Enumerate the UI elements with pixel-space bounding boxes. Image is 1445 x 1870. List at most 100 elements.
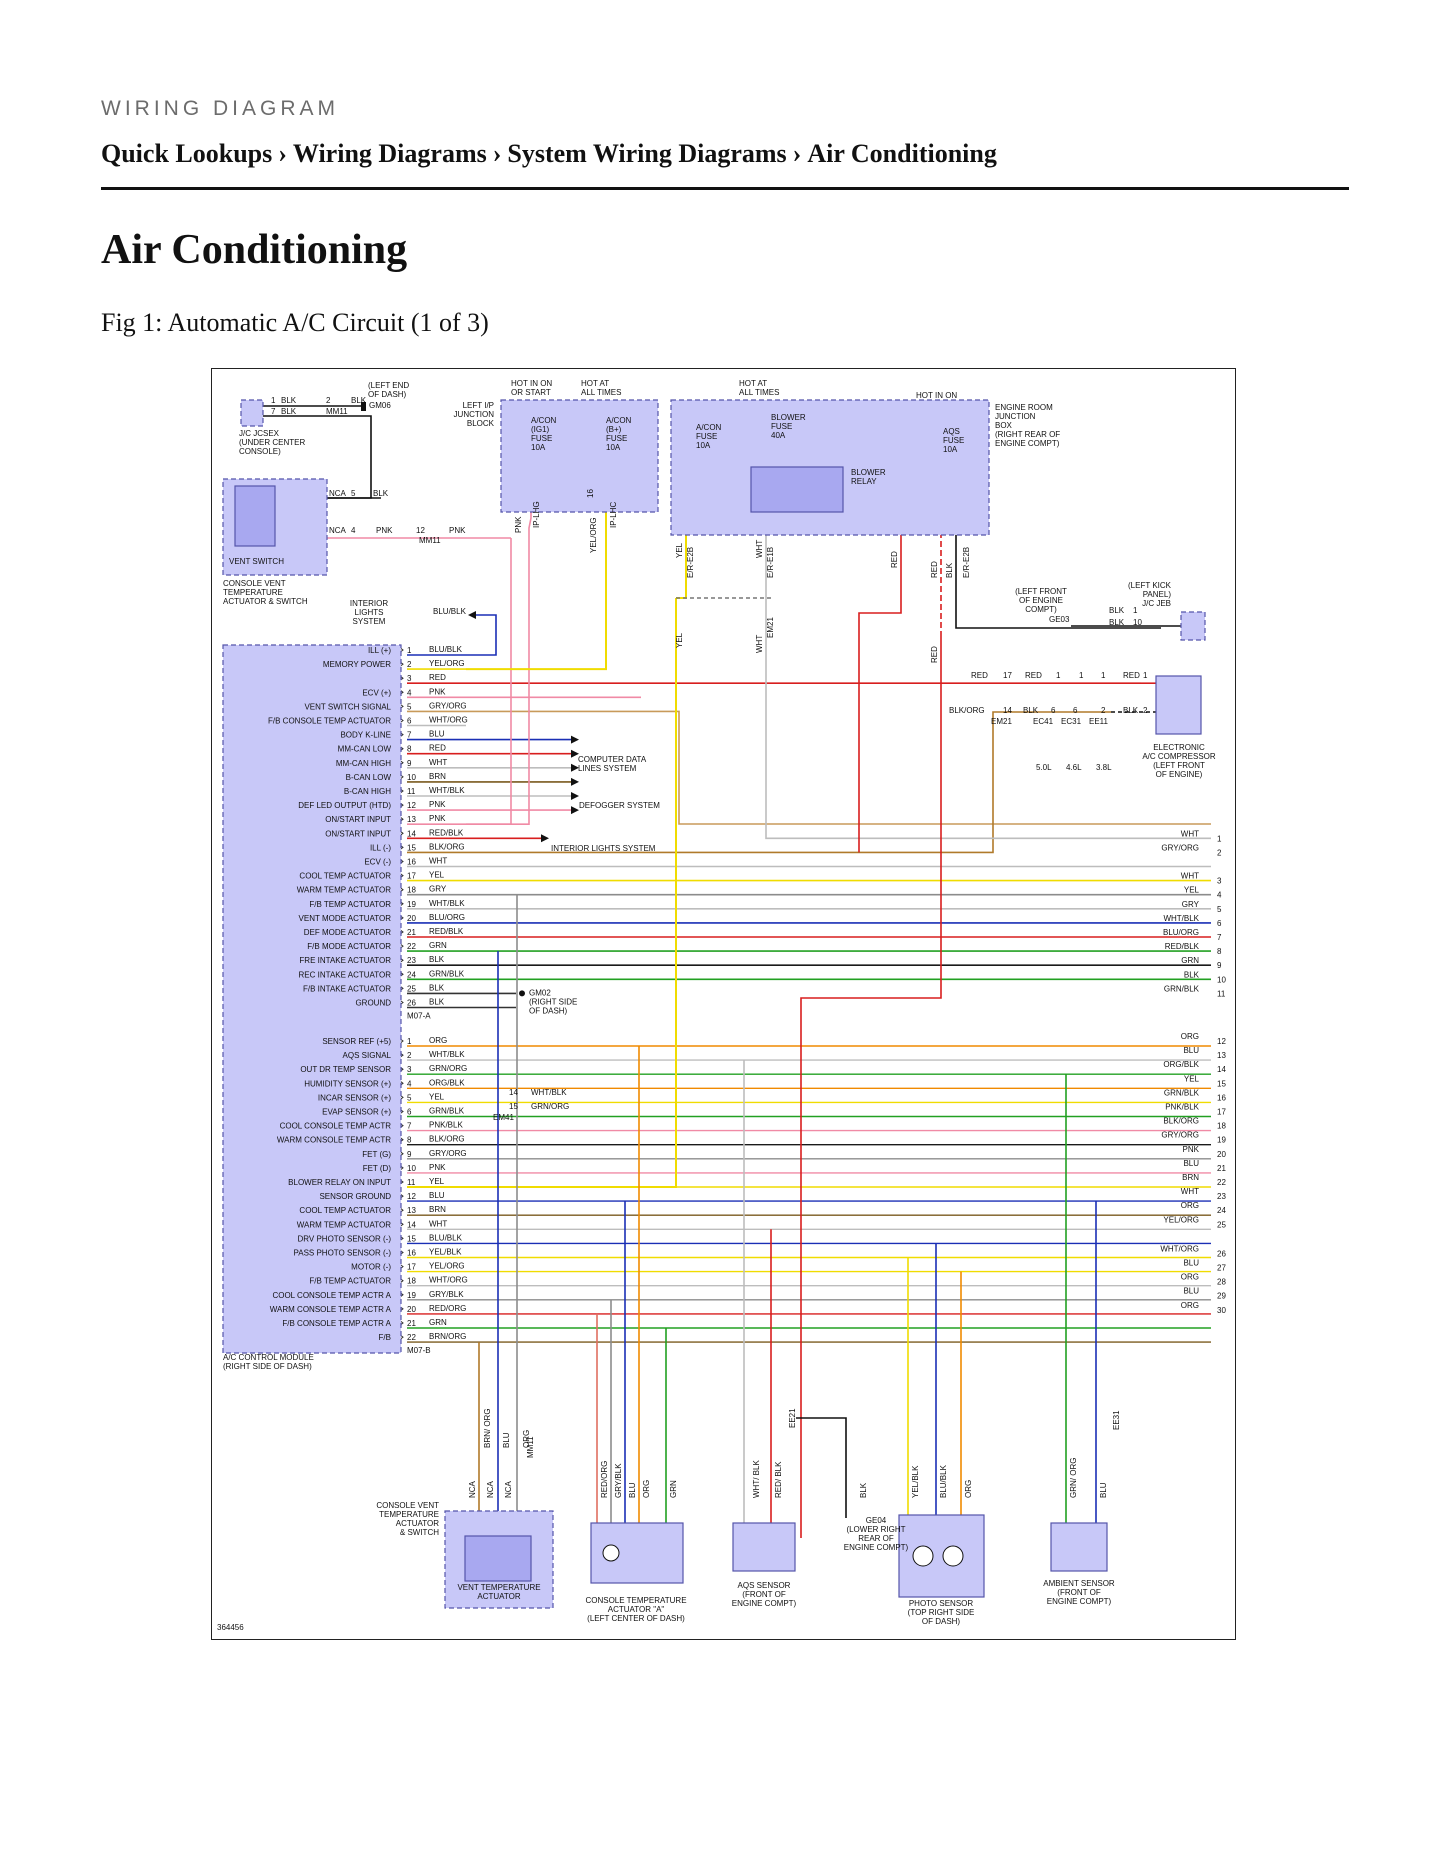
- acm-pin-a-name: ILL (-): [370, 843, 391, 852]
- right-ref-wire-label-line: PNK: [1183, 1145, 1200, 1154]
- acm-pin-a-name: F/B CONSOLE TEMP ACTUATOR: [268, 717, 391, 726]
- wire-label-line: GRY/BLK: [614, 1463, 623, 1498]
- wire-label: RED: [930, 561, 939, 578]
- acm-pin-a-wire-label: BLU: [429, 730, 445, 739]
- wire-label-line: WHT/BLK: [531, 1088, 567, 1097]
- acm-pin-b-name-line: HUMIDITY SENSOR (+): [304, 1079, 391, 1088]
- right-ref-number: 27: [1217, 1264, 1226, 1273]
- jc-jcsex-label-line: (UNDER CENTER: [239, 438, 305, 447]
- pin-number-line: 7: [271, 407, 276, 416]
- wire-label-line: RED: [1123, 671, 1140, 680]
- right-ref-number: 15: [1217, 1079, 1226, 1088]
- pin-number: 15: [509, 1102, 518, 1111]
- breadcrumb-quick-lookups[interactable]: Quick Lookups: [101, 139, 273, 168]
- acm-pin-b-number-line: 6: [407, 1108, 412, 1117]
- blk-org-wire: [407, 711, 1111, 854]
- breadcrumb-system-wiring-diagrams[interactable]: System Wiring Diagrams: [507, 139, 787, 168]
- acm-pin-a-number: 25: [407, 984, 416, 993]
- console-vent-actuator-label-line: TEMPERATURE: [223, 588, 283, 597]
- electronic-compressor-label-line: (LEFT FRONT: [1153, 761, 1205, 770]
- pin-number: 2: [1143, 706, 1148, 715]
- er-e1b-label-line: E/R-E1B: [766, 547, 775, 578]
- wire-label: BLK/ORG: [949, 706, 985, 715]
- fuse-acon-b-label-line: A/CON: [606, 416, 632, 425]
- acm-pin-b-name: MOTOR (-): [351, 1263, 391, 1272]
- acm-pin-b-name-line: AQS SIGNAL: [343, 1051, 392, 1060]
- ee11-label: EE11: [1089, 717, 1109, 726]
- acm-pin-a-number: 8: [407, 745, 412, 754]
- acm-pin-a-wire-label: RED/BLK: [429, 828, 464, 837]
- acm-pin-a-name: REC INTAKE ACTUATOR: [299, 970, 392, 979]
- right-ref-number-line: 19: [1217, 1136, 1226, 1145]
- left-ip-jb-label-line: BLOCK: [467, 419, 495, 428]
- breadcrumb-air-conditioning[interactable]: Air Conditioning: [807, 139, 997, 168]
- ac-control-module-label-line: (RIGHT SIDE OF DASH): [223, 1362, 312, 1371]
- acm-pin-a-wire-label: BLK: [429, 983, 445, 992]
- pin-number-line: 2: [1143, 706, 1148, 715]
- right-ref-wire-label: BRN: [1182, 1173, 1199, 1182]
- right-ref-number: 18: [1217, 1122, 1226, 1131]
- engine-4-6l-label-line: 4.6L: [1066, 763, 1082, 772]
- acm-pin-b-wire-label-line: GRN/ORG: [429, 1064, 467, 1073]
- console-vent-actuator-label-line: ACTUATOR & SWITCH: [223, 597, 308, 606]
- nca-label-line: NCA: [329, 526, 347, 535]
- nca-label-line: NCA: [486, 1480, 495, 1498]
- acm-pin-a-number: 23: [407, 956, 416, 965]
- fuse-acon-ig1-label-line: (IG1): [531, 425, 550, 434]
- acm-pin-a-name-line: WARM TEMP ACTUATOR: [297, 886, 391, 895]
- acm-pin-a-number-line: 20: [407, 914, 416, 923]
- red-wire: [858, 488, 902, 853]
- breadcrumb: Quick Lookups›Wiring Diagrams›System Wir…: [101, 139, 997, 169]
- electronic-compressor-label-line: A/C COMPRESSOR: [1142, 752, 1216, 761]
- right-ref-number: 13: [1217, 1051, 1226, 1060]
- pin-number: 1: [1101, 671, 1106, 680]
- acm-pin-a-wire-label-line: PNK: [429, 814, 446, 823]
- computer-data-lines-label-line: COMPUTER DATA: [578, 755, 647, 764]
- wire-label: BLK: [351, 396, 367, 405]
- acm-pin-b-number-line: 18: [407, 1277, 416, 1286]
- right-ref-wire-label: ORG: [1181, 1301, 1199, 1310]
- nca-label: NCA: [486, 1480, 495, 1498]
- acm-pin-a-wire-label: YEL/ORG: [429, 659, 465, 668]
- ip-lhc-label: IP-LHC: [609, 502, 618, 528]
- right-ref-wire-label-line: WHT: [1181, 1187, 1199, 1196]
- right-ref-number-line: 20: [1217, 1150, 1226, 1159]
- ee11-label-line: EE11: [1089, 717, 1109, 726]
- right-ref-number-line: 29: [1217, 1292, 1226, 1301]
- breadcrumb-separator: ›: [492, 139, 502, 168]
- jc-jeb-connector: [1180, 611, 1206, 641]
- right-ref-wire-label-line: BLK/ORG: [1163, 1117, 1199, 1126]
- acm-pin-b-name: SENSOR GROUND: [319, 1192, 391, 1201]
- pin-number: 1: [271, 396, 276, 405]
- acm-pin-a-number: 15: [407, 843, 416, 852]
- right-ref-wire-label-line: GRN/BLK: [1164, 984, 1200, 993]
- ee21-label-line: EE21: [788, 1408, 797, 1428]
- right-ref-number: 19: [1217, 1136, 1226, 1145]
- wire-label: GRN: [669, 1480, 678, 1498]
- engine-room-jb-label-line: BOX: [995, 421, 1013, 430]
- right-ref-wire-label-line: BRN: [1182, 1173, 1199, 1182]
- nca-label-line: NCA: [504, 1480, 513, 1498]
- breadcrumb-wiring-diagrams[interactable]: Wiring Diagrams: [292, 139, 487, 168]
- acm-pin-b-wire-label-line: GRN/BLK: [429, 1107, 465, 1116]
- wire-label-line: RED: [1025, 671, 1042, 680]
- right-ref-number-line: 27: [1217, 1264, 1226, 1273]
- acm-pin-b-number-line: 16: [407, 1249, 416, 1258]
- pin-number-line: 5: [351, 489, 356, 498]
- acm-pin-a-number: 20: [407, 914, 416, 923]
- wire-label: WHT: [755, 540, 764, 558]
- aqs-sensor-label-line: (FRONT OF: [742, 1590, 786, 1599]
- wire-label: RED/ORG: [600, 1461, 609, 1498]
- right-ref-number-line: 11: [1217, 989, 1226, 998]
- acm-pin-b-name: WARM TEMP ACTUATOR: [297, 1220, 391, 1229]
- acm-pin-b-wire-label: ORG/BLK: [429, 1078, 465, 1087]
- pin-number-line: 12: [416, 526, 425, 535]
- arrow-icon: [571, 792, 579, 800]
- acm-pin-b-name: AQS SIGNAL: [343, 1051, 392, 1060]
- acm-pin-a-wire-label: GRN: [429, 941, 447, 950]
